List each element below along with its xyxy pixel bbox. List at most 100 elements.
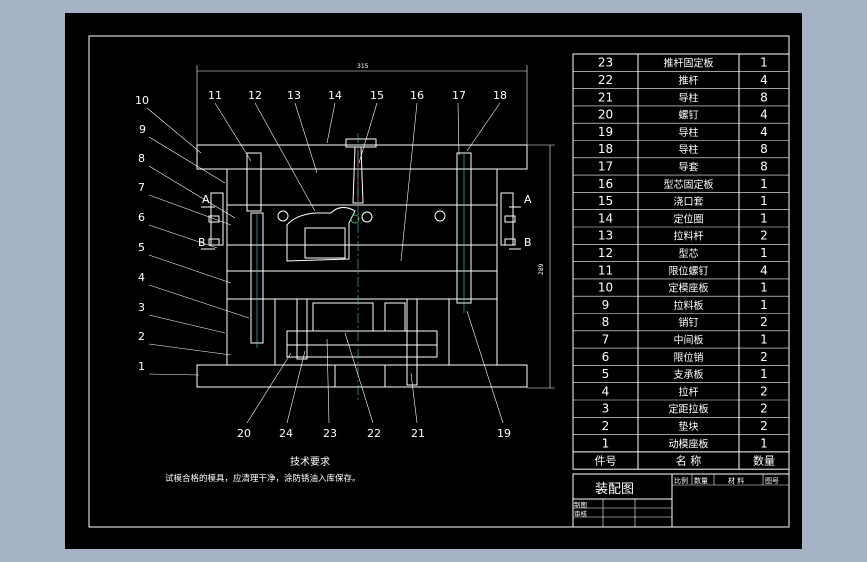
bom-cell-no: 20 [598, 108, 613, 122]
bom-header-qty: 数量 [753, 455, 775, 468]
bom-cell-no: 11 [598, 263, 613, 277]
bom-cell-qty: 1 [760, 436, 768, 450]
part-11-stop-screw [246, 152, 262, 212]
callout-1: 1 [138, 360, 145, 373]
bom-cell-qty: 8 [760, 90, 768, 104]
bom-cell-name: 型芯固定板 [664, 178, 714, 191]
bom-cell-qty: 2 [760, 350, 768, 364]
callout-15: 15 [370, 89, 384, 102]
callout-4: 4 [138, 271, 145, 284]
bom-cell-qty: 1 [760, 281, 768, 295]
part-24-plate [286, 344, 438, 358]
callout-6: 6 [138, 211, 145, 224]
bom-cell-name: 浇口套 [674, 195, 704, 208]
part-23-plate [286, 330, 438, 346]
bom-cell-name: 支承板 [674, 368, 704, 381]
bom-cell-name: 推杆固定板 [664, 57, 714, 70]
bom-cell-qty: 1 [760, 367, 768, 381]
bom-cell-no: 13 [598, 229, 613, 243]
part-12-core [286, 207, 356, 262]
callout-8: 8 [138, 152, 145, 165]
callout-21: 21 [411, 427, 425, 440]
bom-cell-no: 4 [602, 384, 610, 398]
bom-cell-no: 22 [598, 73, 613, 87]
bom-cell-name: 限位螺钉 [669, 264, 709, 277]
bom-cell-name: 拉杆 [679, 385, 699, 398]
callout-19: 19 [497, 427, 511, 440]
bom-cell-name: 拉料杆 [674, 230, 704, 243]
bom-cell-qty: 1 [760, 194, 768, 208]
bom-row: 23 推杆固定板 1 [598, 56, 768, 70]
part-1-plate [196, 364, 528, 388]
section-b-right: B [524, 236, 532, 249]
bom-cell-name: 定位圈 [674, 212, 704, 225]
callout-5: 5 [138, 241, 145, 254]
bom-cell-name: 垫块 [679, 420, 699, 433]
bom-cell-no: 5 [602, 367, 610, 381]
section-a-right: A [524, 193, 532, 206]
bom-cell-qty: 2 [760, 315, 768, 329]
bom-cell-no: 6 [602, 350, 610, 364]
bom-cell-no: 14 [598, 211, 613, 225]
titleblock-drawn: 制图 [574, 500, 587, 509]
part-21-pin [406, 298, 418, 386]
part-2-block-right [448, 298, 498, 366]
callout-11: 11 [208, 89, 222, 102]
part-14-locating-ring [345, 138, 377, 148]
callout-7: 7 [138, 181, 145, 194]
callout-9: 9 [139, 123, 146, 136]
bom-cell-qty: 4 [760, 125, 768, 139]
callout-13: 13 [287, 89, 301, 102]
bom-cell-no: 23 [598, 56, 613, 70]
bom-cell-qty: 2 [760, 384, 768, 398]
bom-cell-no: 16 [598, 177, 613, 191]
bom-cell-no: 8 [602, 315, 610, 329]
left-callouts: 10 9 8 7 6 5 4 3 2 1 [135, 94, 250, 376]
bom-cell-qty: 4 [760, 263, 768, 277]
bom-cell-name: 导套 [679, 160, 699, 173]
bom-cell-qty: 1 [760, 56, 768, 70]
notes-text: 试模合格的模具，应清理干净，涂防锈油入库保存。 [165, 473, 361, 484]
bom-cell-name: 导柱 [679, 143, 699, 156]
bom-cell-name: 导柱 [679, 91, 699, 104]
bom-cell-qty: 4 [760, 108, 768, 122]
assembly-drawing: 315 289 [88, 35, 790, 528]
bom-row: 11 限位螺钉 4 [598, 263, 768, 277]
bom-cell-name: 定距拉板 [669, 403, 709, 416]
part-5-plate [226, 270, 498, 300]
mold-section-view: 315 289 [135, 63, 555, 440]
bom-cell-name: 限位销 [674, 351, 704, 364]
titleblock-title: 装配图 [595, 482, 634, 497]
bom-cell-no: 1 [602, 436, 610, 450]
section-a-left: A [202, 193, 210, 206]
bom-cell-qty: 1 [760, 298, 768, 312]
dim-width-label: 315 [357, 63, 369, 70]
bom-row: 4 拉杆 2 [602, 384, 768, 398]
bom-cell-qty: 4 [760, 73, 768, 87]
bom-cell-no: 9 [602, 298, 610, 312]
notes-title: 技术要求 [290, 455, 330, 468]
bom-cell-no: 17 [598, 159, 613, 173]
callout-17: 17 [452, 89, 466, 102]
bom-cell-name: 导柱 [679, 126, 699, 139]
bom-cell-name: 型芯 [679, 247, 699, 260]
bom-cell-no: 12 [598, 246, 613, 260]
callout-16: 16 [410, 89, 424, 102]
dim-height-label: 289 [538, 263, 545, 275]
part-15-sprue-bush [352, 146, 364, 204]
callout-10: 10 [135, 94, 149, 107]
bom-cell-no: 7 [602, 332, 610, 346]
